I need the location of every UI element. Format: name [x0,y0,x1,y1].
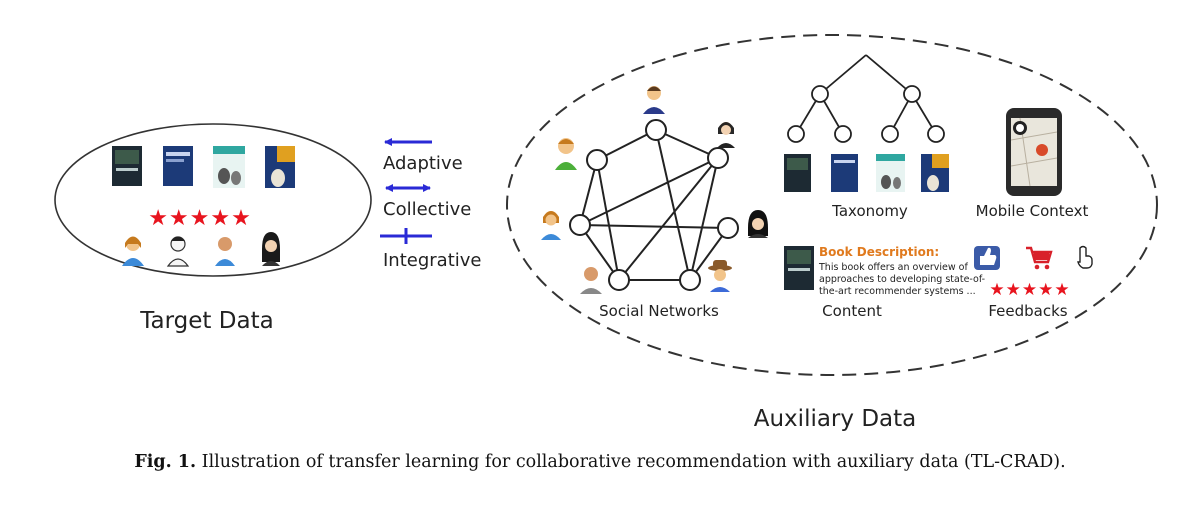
figure-number: Fig. 1. [134,452,197,472]
social-avatar-businessman-icon [643,86,665,114]
social-avatar-darkhair-icon [748,210,768,238]
target-ellipse [54,123,372,277]
social-avatar-bald-icon [580,267,602,294]
figure-caption: Fig. 1. Illustration of transfer learnin… [0,452,1200,472]
book-cover-collective-icon [213,146,245,188]
social-avatar-cowboy-icon [708,260,732,292]
taxonomy-nodes [787,85,945,143]
taxonomy-label: Taxonomy [831,202,908,220]
content-label: Content [822,302,882,320]
book-description-title: Book Description: [819,245,939,259]
book-cover-collective-icon [876,154,905,192]
social-avatar-woman-icon [717,122,735,148]
social-networks-label: Social Networks [599,302,719,320]
mobile-context-label: Mobile Context [976,202,1089,220]
user-avatar-man-icon [166,236,190,267]
book-cover-algorithms-icon [921,154,949,192]
social-avatar-blue-woman-icon [541,211,561,240]
social-avatar-green-icon [555,138,577,170]
pointer-hand-icon [1077,245,1093,269]
book-cover-recommender-icon [112,146,142,186]
target-data-label: Target Data [139,308,273,334]
book-cover-handbook-icon [163,146,193,186]
mobile-phone-icon [1006,108,1062,196]
auxiliary-data-label: Auxiliary Data [754,406,916,432]
book-cover-algorithms-icon [265,146,295,188]
book-description-line-3: the-art recommender systems ... [819,286,976,297]
integrative-label: Integrative [383,250,482,271]
feedback-rating-stars: ★★★★★ [989,280,1070,300]
social-network-nodes [569,119,739,291]
target-book-covers [112,146,295,188]
user-avatar-girl-icon [262,232,280,266]
user-avatar-woman-icon [122,236,144,266]
target-rating-stars: ★★★★★ [148,206,252,231]
auxiliary-ellipse [506,34,1158,376]
collective-label: Collective [383,199,471,220]
book-cover-handbook-icon [831,154,858,192]
book-cover-recommender-icon [784,154,811,192]
social-network-graph [579,129,729,281]
content-book-cover-icon [784,246,814,290]
adaptive-label: Adaptive [383,153,463,174]
book-description-line-1: This book offers an overview of [818,262,968,273]
taxonomy-book-covers [784,154,949,192]
book-description-line-2: approaches to developing state-of- [819,274,985,285]
target-users [122,232,280,267]
feedbacks-label: Feedbacks [988,302,1067,320]
figure-caption-text: Illustration of transfer learning for co… [201,452,1066,472]
user-avatar-bald-icon [215,237,235,266]
thumbs-up-icon [974,246,1000,270]
shopping-cart-icon [1026,246,1053,270]
